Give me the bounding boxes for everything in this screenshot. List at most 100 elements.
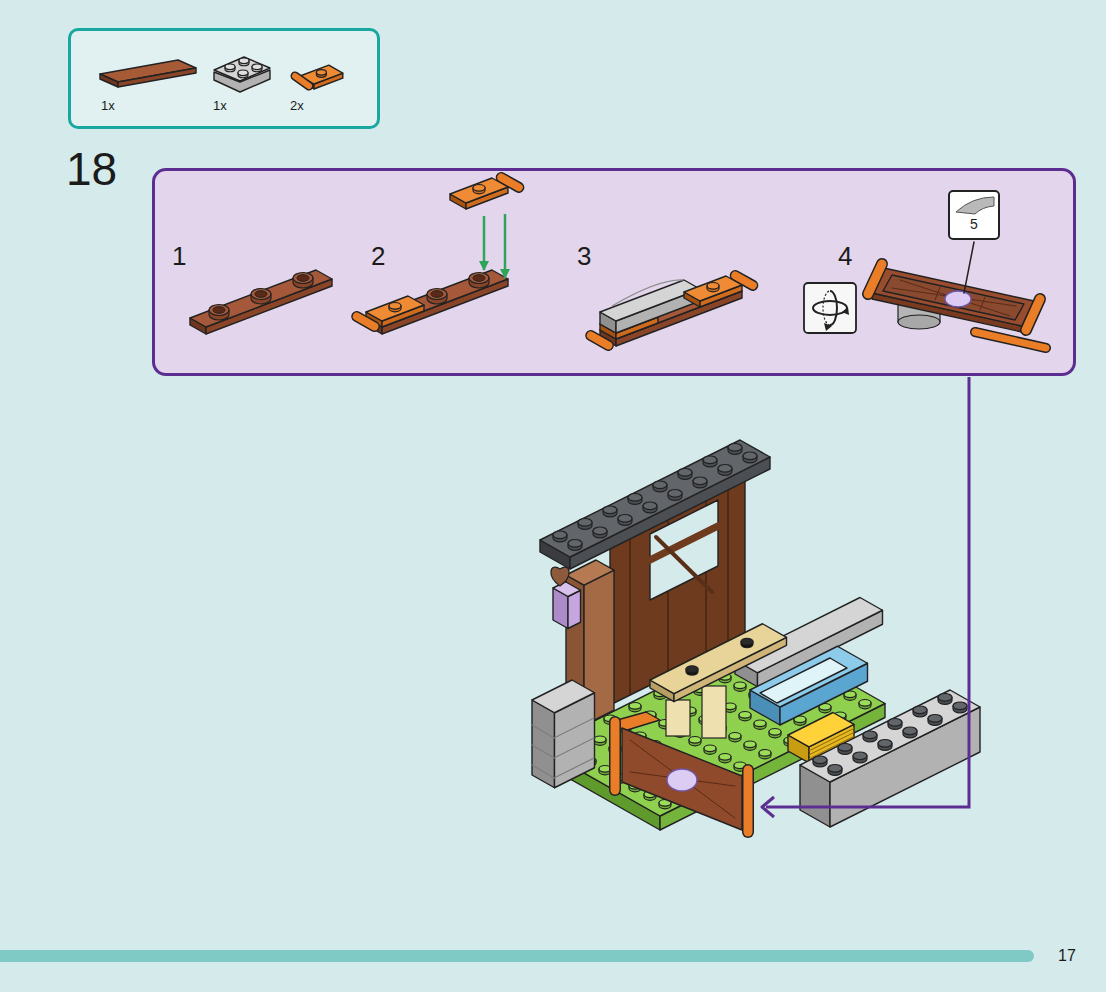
baseplate-stud [734, 682, 746, 689]
placement-leader [766, 377, 969, 807]
clip-stud [473, 185, 485, 192]
roof-plate-stud [703, 456, 717, 464]
stone-brick [800, 690, 980, 782]
plate-stud [213, 307, 225, 314]
table-leg [702, 686, 726, 738]
substep-number: 4 [838, 243, 852, 269]
plate-stud [427, 289, 447, 300]
plate-1x3 [366, 270, 508, 327]
illustration-group [0, 28, 1076, 962]
stone-brick-stud [903, 727, 917, 735]
brick-line [532, 765, 554, 778]
plate-stud [293, 273, 313, 284]
parts-list-fill [68, 28, 380, 129]
roof-plate-stud [728, 444, 742, 452]
stone-bricks [532, 700, 555, 788]
sign-line [630, 740, 735, 818]
rotate-icon [813, 301, 847, 315]
roof-plate-stud [593, 527, 607, 535]
baseplate-stud [744, 741, 756, 748]
clip-bar [591, 336, 609, 346]
plate-stud [251, 289, 271, 300]
slope-part-stud [225, 64, 235, 70]
water-surface [760, 658, 847, 703]
baseplate-stud [754, 720, 766, 727]
rotate-icon [823, 291, 830, 325]
substep-panel: 51234 [152, 168, 1076, 376]
clip-bar [868, 264, 882, 294]
roof-plate-stud [653, 481, 667, 489]
baseplate-stud [729, 733, 741, 740]
clip-stud [389, 303, 401, 310]
clip-bar [975, 332, 1046, 348]
slope-part-stud [252, 64, 262, 70]
plate-stud [255, 291, 267, 298]
table-stud [741, 638, 753, 645]
substep-number: 3 [577, 243, 591, 269]
baseplate-stud [759, 750, 771, 757]
sticker-panel [883, 275, 1024, 320]
table-top [650, 624, 787, 694]
clip-bar [1026, 299, 1040, 330]
stone-brick-stud [838, 744, 852, 752]
sticker-line [900, 280, 1010, 316]
sticker-line [892, 288, 1016, 306]
placement-arrow [504, 214, 507, 278]
substep-number: 1 [172, 243, 186, 269]
clip-bar [1026, 299, 1040, 330]
stone-brick-stud [878, 740, 892, 748]
tile-part [872, 268, 1034, 326]
sign-panel [622, 728, 742, 830]
roof-plate-stud [618, 515, 632, 523]
roof-plate-stud [553, 531, 567, 539]
part-count: 2x [290, 99, 304, 112]
baseplate-stud [629, 703, 641, 710]
sticker-line [935, 287, 940, 300]
roof-plate-stud [693, 477, 707, 485]
roof-plate-stud [628, 494, 642, 502]
plate-stud [473, 275, 485, 282]
roof-plate-stud [668, 490, 682, 498]
brick-line [554, 718, 594, 738]
stone-brick-stud [953, 702, 967, 710]
clip-bar [591, 336, 609, 346]
sticker-box-fill [948, 190, 1000, 240]
step-number: 18 [66, 146, 117, 192]
plate-stud [209, 305, 229, 316]
sticker-leader [964, 242, 974, 293]
plate-stud [297, 275, 309, 282]
part-count: 1x [101, 99, 115, 112]
clip-bar [357, 317, 375, 327]
plate-1x3 [190, 270, 332, 327]
clip-bar [609, 722, 621, 790]
sticker-box: 5 [948, 190, 1000, 240]
stone-brick-stud [828, 765, 842, 773]
plate-stud [431, 291, 443, 298]
baseplate-stud [704, 745, 716, 752]
clip-part-bar [295, 76, 309, 86]
stone-bricks [532, 680, 595, 713]
stone-brick-stud [853, 752, 867, 760]
part-count: 1x [213, 99, 227, 112]
sticker-emblem [945, 291, 971, 307]
roof-plate-stud [678, 469, 692, 477]
stone-brick-stud [928, 715, 942, 723]
table-stud [686, 666, 698, 673]
clip-bar [975, 332, 1046, 348]
brick-line [532, 725, 554, 738]
clip-bar [868, 264, 882, 294]
rotate-icon [824, 323, 832, 331]
page-number: 17 [1058, 948, 1076, 964]
clip-bar [742, 770, 754, 832]
roof-plate-stud [643, 502, 657, 510]
clip-plate [366, 296, 424, 321]
baseplate-stud [769, 729, 781, 736]
stone-brick-stud [938, 694, 952, 702]
sign-emblem [667, 769, 697, 791]
window-brace [656, 537, 712, 592]
table-leg [666, 700, 690, 736]
tile-part [118, 68, 196, 87]
placement-arrowhead [762, 797, 774, 817]
